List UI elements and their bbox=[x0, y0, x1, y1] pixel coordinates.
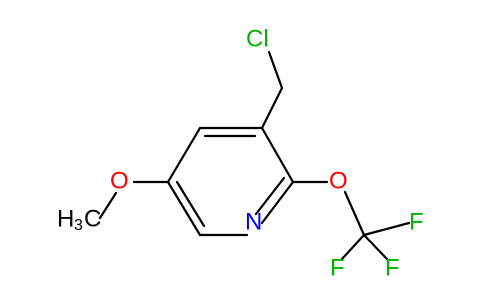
bond-o-ch3 bbox=[98, 191, 118, 220]
bond-o-cf3 bbox=[343, 190, 366, 237]
atom-f-right: F bbox=[409, 208, 424, 235]
bond-c5-c6-inner bbox=[175, 180, 206, 228]
atom-o-methoxy: O bbox=[110, 167, 129, 194]
methyl-subscript: 3 bbox=[74, 217, 83, 234]
bond-c5-c6 bbox=[166, 180, 202, 237]
methyl-group-label: H 3 C bbox=[57, 205, 101, 234]
atom-f-bottom-left: F bbox=[330, 254, 345, 281]
atom-n-pyridine: N bbox=[245, 208, 262, 235]
bond-n-c2 bbox=[260, 180, 295, 225]
atom-labels: Cl O O N F F F H 3 C bbox=[57, 25, 424, 281]
bond-cl-ch2 bbox=[267, 50, 284, 90]
bond-cf3-f3 bbox=[362, 233, 389, 261]
bond-c4-c5 bbox=[166, 126, 202, 184]
bond-ch2-c3 bbox=[260, 86, 284, 130]
bond-cf3-f1 bbox=[362, 221, 411, 237]
atom-cl: Cl bbox=[246, 25, 269, 52]
bond-c2-c3 bbox=[260, 126, 295, 184]
bonds bbox=[98, 50, 411, 261]
methyl-h: H bbox=[57, 205, 74, 232]
methyl-c: C bbox=[84, 205, 101, 232]
bond-cf3-f2 bbox=[340, 233, 366, 261]
bond-n-c2-inner bbox=[254, 176, 286, 216]
atom-f-bottom-right: F bbox=[385, 254, 400, 281]
atom-o-trifluoromethoxy: O bbox=[329, 167, 348, 194]
